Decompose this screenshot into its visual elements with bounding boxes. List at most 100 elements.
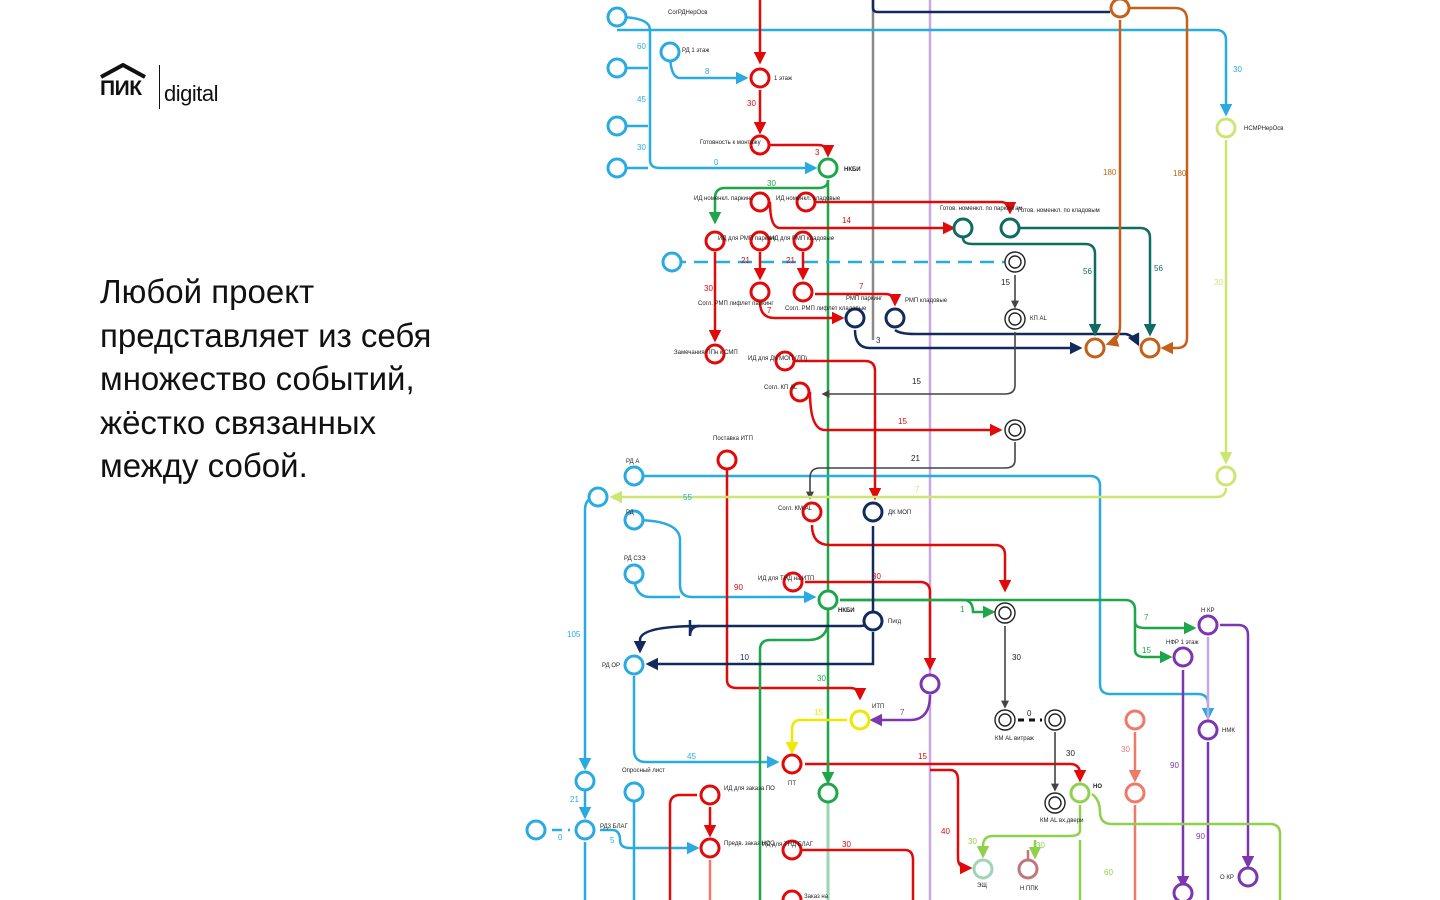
node-label: РД А (626, 459, 639, 465)
node-label: Замечания ППн к СМП (674, 350, 738, 356)
node-label: РД (626, 510, 634, 516)
edge-value: 21 (741, 256, 750, 265)
edge-value: 45 (637, 95, 646, 104)
node-label: Согл. КП AL (764, 385, 798, 391)
edge-value: 30 (637, 143, 646, 152)
roof-icon (100, 63, 146, 79)
node-label: Опросный лист (622, 767, 665, 774)
edge-value: 55 (683, 493, 692, 502)
edge-value: 21 (911, 454, 920, 463)
edge-value: 56 (1154, 264, 1163, 273)
edge-value: 180 (1173, 169, 1187, 178)
node-label: Н ППК (1020, 886, 1039, 892)
dark-edges (633, 6, 1189, 671)
edge-value: 14 (842, 216, 851, 225)
edge-value: 3 (876, 336, 881, 345)
node-label: СогРДНерОсв (668, 10, 707, 16)
edge-value: 30 (747, 99, 756, 108)
node-label: НМК (1222, 728, 1235, 734)
event-nodes (525, 0, 1259, 900)
color-edges (609, 140, 1282, 900)
node-label: ИД для РМП кладовые (770, 236, 835, 242)
edge-value: 7 (900, 708, 905, 717)
edge-value: 30 (968, 837, 977, 846)
node-label: КМ AL вх.двери (1040, 818, 1083, 824)
logo-product: digital (164, 81, 218, 106)
edge-value: 30 (1036, 841, 1045, 850)
red-edges (668, 0, 1087, 900)
edge-value: 30 (1214, 278, 1223, 287)
edge-value: 7 (767, 306, 772, 315)
node-label: РМП паркинг (846, 296, 883, 302)
edge-value: 30 (842, 840, 851, 849)
edge-value: 7 (1144, 613, 1149, 622)
black-links (806, 275, 1059, 792)
node-label: Пигд (888, 619, 902, 625)
edge-value: 15 (814, 708, 823, 717)
node-label: НО (1093, 784, 1102, 790)
node-label: РД3 БЛАГ (600, 824, 629, 830)
node-label: ИД для ДК МОП (ЛП) (748, 356, 807, 362)
node-label: ИТП (872, 704, 884, 710)
node-label: КМ AL витраж (995, 736, 1034, 742)
node-label: РД СЗЭ (624, 556, 646, 562)
edge-value: 15 (1142, 646, 1151, 655)
edge-value: 45 (687, 752, 696, 761)
edge-value: 8 (705, 67, 710, 76)
node-label: ИД для ТНД на ИТП (758, 576, 814, 582)
node-label: Готов. номенкл. по кладовым (1018, 208, 1100, 214)
edge-value: 7 (915, 485, 920, 494)
brand-logo: ПИК digital (100, 63, 230, 111)
node-label: ИД для РМП паркинг (718, 236, 777, 242)
edge-value: 0 (1027, 709, 1032, 718)
node-label: Поставка ИТП (713, 436, 753, 442)
node-label: ПТ (788, 781, 796, 787)
node-labels: СогРДНерОсв РД 1 этаж 1 этаж Готовность … (600, 10, 1283, 900)
edge-value: 15 (898, 417, 907, 426)
node-label: РД 1 этаж (682, 48, 709, 54)
headline: Любой проект представляет из себя множес… (100, 273, 432, 484)
node-label: ЭЩ (977, 883, 987, 889)
edge-value: 56 (1083, 267, 1092, 276)
node-label: Согл. РМП лифлет паркинг (698, 301, 774, 307)
edge-value: 15 (912, 377, 921, 386)
node-label: НСМРНерОсв (1244, 126, 1283, 132)
node-label: РМП кладовые (905, 298, 948, 304)
node-label: НФР 1 этаж (1166, 640, 1199, 646)
edge-value: 3 (815, 148, 820, 157)
edge-value: 60 (637, 42, 646, 51)
edge-labels: 60 45 30 0 8 30 3 30 14 21 21 30 7 7 3 5… (558, 42, 1242, 877)
edge-value: 10 (740, 653, 749, 662)
network-svg: СогРДНерОсв РД 1 этаж 1 этаж Готовность … (525, 0, 1283, 900)
edge-value: 30 (817, 674, 826, 683)
node-label: КП AL (1030, 316, 1047, 322)
logo-wordmark: ПИК (100, 77, 142, 100)
edge-value: 90 (1170, 761, 1179, 770)
node-label: Предв. заказ НСС (724, 841, 775, 847)
edge-value: 60 (1104, 868, 1113, 877)
edge-value: 0 (714, 158, 719, 167)
edge-value: 30 (704, 284, 713, 293)
node-label: НКБИ (838, 608, 855, 614)
edge-value: 40 (941, 827, 950, 836)
node-label: Н КР (1201, 608, 1215, 614)
edge-value: 105 (567, 630, 581, 639)
edge-value: 21 (570, 795, 579, 804)
node-label: РД ОР (602, 663, 620, 669)
edge-value: 180 (1103, 168, 1117, 177)
edge-value: 1 (960, 605, 965, 614)
edge-value: 30 (1066, 749, 1075, 758)
node-label: Готов. номенкл. по паркингам (940, 206, 1023, 212)
edge-value: 90 (734, 583, 743, 592)
edge-value: 30 (1233, 65, 1242, 74)
edge-value: 30 (1121, 745, 1130, 754)
node-label: 1 этаж (774, 76, 792, 82)
logo-divider (159, 65, 160, 109)
edge-value: 7 (859, 282, 864, 291)
node-label: Заказ на (804, 894, 829, 900)
node-label: ИД номенкл. кладовые (776, 196, 841, 202)
event-network-diagram: СогРДНерОсв РД 1 этаж 1 этаж Готовность … (500, 0, 1440, 900)
node-label: О КР (1220, 875, 1234, 881)
node-label: ДК МОП (888, 510, 911, 516)
edge-value: 15 (1001, 278, 1010, 287)
